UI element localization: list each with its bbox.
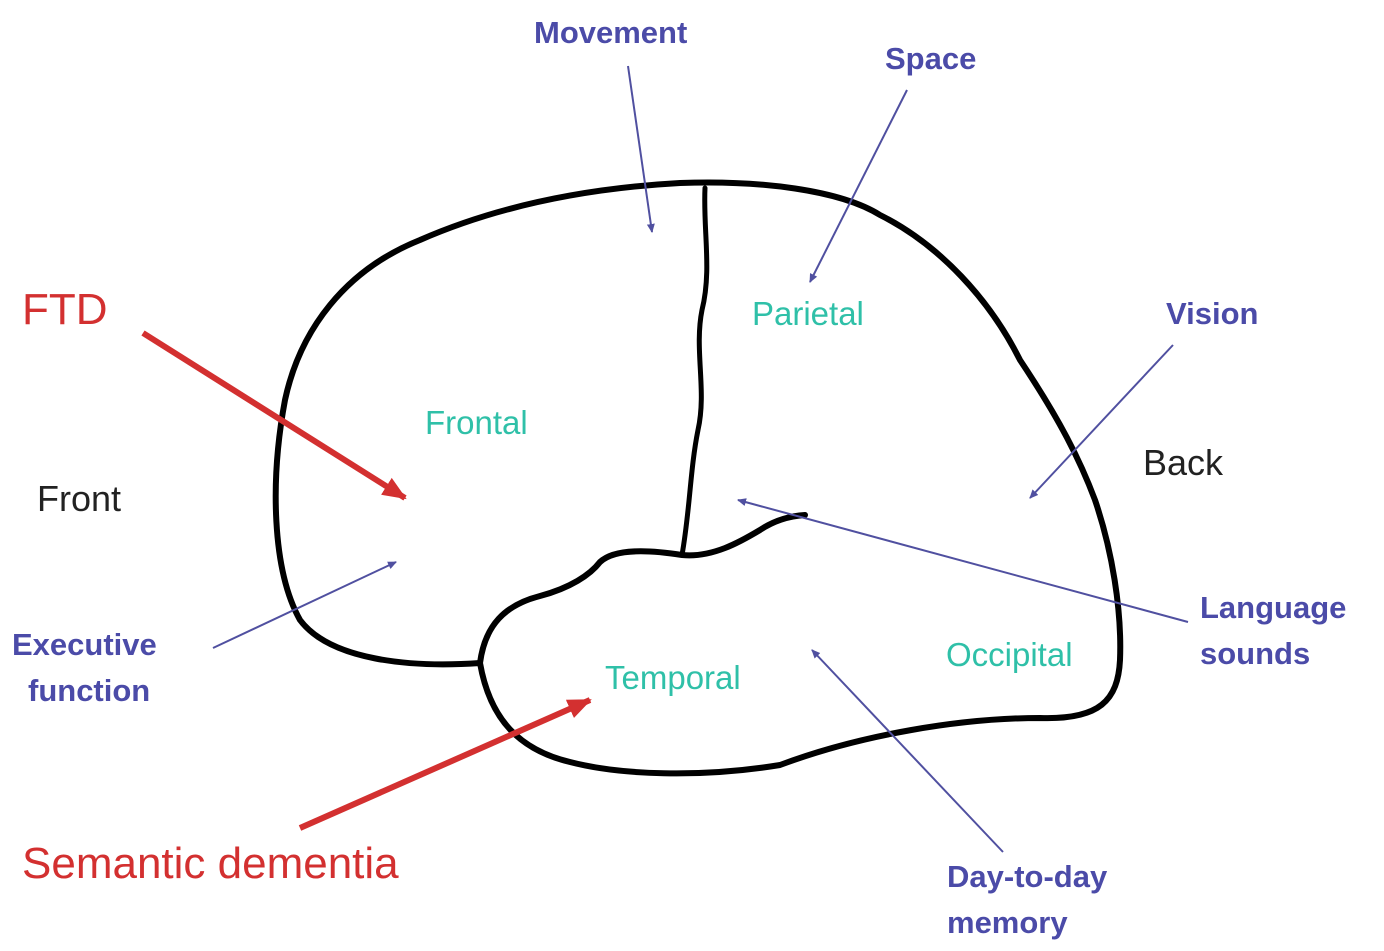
semantic-dementia-arrow (300, 700, 590, 828)
movement-arrow (628, 66, 652, 232)
temporal-lobe-label: Temporal (605, 658, 741, 698)
sylvian-fissure (480, 515, 805, 663)
executive-function-label: Executive function (12, 622, 157, 714)
language-sounds-arrow (738, 500, 1188, 622)
language-sounds-line-2: sounds (1200, 631, 1346, 677)
executive-function-line-1: Executive (12, 622, 157, 668)
parietal-lobe-label: Parietal (752, 294, 864, 334)
day-to-day-memory-label: Day-to-day memory (947, 854, 1107, 946)
language-sounds-line-1: Language (1200, 585, 1346, 631)
day-to-day-memory-line-1: Day-to-day (947, 854, 1107, 900)
day-to-day-memory-line-2: memory (947, 900, 1107, 946)
executive-function-arrow (213, 562, 396, 648)
front-label: Front (37, 477, 121, 520)
space-label: Space (885, 40, 976, 77)
ftd-label: FTD (22, 284, 108, 337)
occipital-lobe-label: Occipital (946, 635, 1073, 675)
movement-label: Movement (534, 14, 687, 51)
semantic-dementia-label: Semantic dementia (22, 838, 399, 891)
language-sounds-label: Language sounds (1200, 585, 1346, 677)
space-arrow (810, 90, 907, 282)
back-label: Back (1143, 441, 1223, 484)
frontal-lobe-label: Frontal (425, 403, 528, 443)
central-sulcus (682, 188, 707, 555)
vision-label: Vision (1166, 295, 1258, 332)
day-to-day-memory-arrow (812, 650, 1003, 852)
executive-function-line-2: function (12, 668, 157, 714)
